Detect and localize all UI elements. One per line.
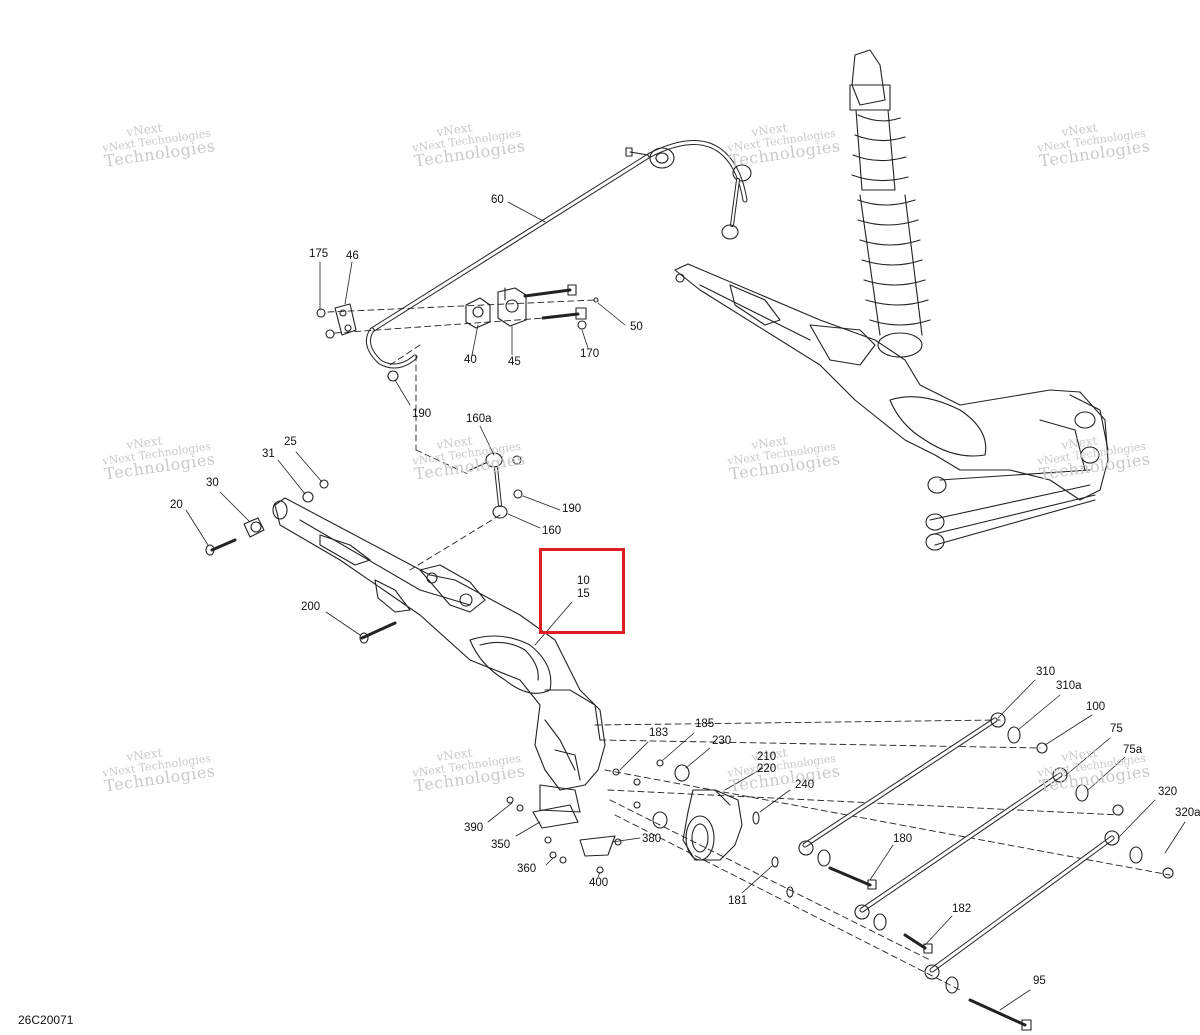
bracket-46 (316, 303, 399, 382)
callout-182: 182 (952, 903, 972, 915)
callout-180: 180 (893, 833, 913, 845)
callout-210: 210 (757, 751, 777, 763)
callout-400: 400 (589, 877, 609, 889)
callout-190-mid: 190 (562, 503, 582, 515)
callout-25: 25 (284, 436, 297, 448)
callout-31: 31 (262, 448, 275, 460)
callout-160a: 160a (466, 413, 492, 425)
callout-320a: 320a (1175, 807, 1200, 819)
callout-181: 181 (728, 895, 748, 907)
callout-230: 230 (712, 735, 732, 747)
callout-50: 50 (630, 321, 643, 333)
callout-100: 100 (1086, 701, 1106, 713)
trailing-arm-left (272, 497, 606, 813)
callout-46: 46 (346, 250, 359, 262)
stabilizer-bushings (465, 287, 527, 329)
callout-175: 175 (309, 248, 329, 260)
assembly-lines-top (327, 299, 596, 571)
callout-220: 220 (757, 763, 777, 775)
callout-380: 380 (642, 833, 662, 845)
drawing-code: 26C20071 (18, 1013, 74, 1027)
callout-45: 45 (508, 356, 521, 368)
callout-320: 320 (1158, 786, 1178, 798)
callout-160: 160 (542, 525, 562, 537)
callout-60: 60 (491, 194, 504, 206)
stabilizer-link-160 (469, 452, 523, 519)
callout-390: 390 (464, 822, 484, 834)
callout-75: 75 (1110, 723, 1123, 735)
callout-20: 20 (170, 499, 183, 511)
callout-170: 170 (580, 348, 600, 360)
callout-190-top: 190 (412, 408, 432, 420)
callout-10: 10 (577, 575, 590, 587)
bracket-350-380 (506, 796, 622, 874)
callout-40: 40 (464, 354, 477, 366)
callout-95: 95 (1033, 975, 1046, 987)
callout-15: 15 (577, 588, 590, 600)
callout-183: 183 (649, 727, 669, 739)
callout-310: 310 (1036, 666, 1056, 678)
trailing-arm-right (674, 263, 1109, 551)
callout-75a: 75a (1123, 744, 1143, 756)
coil-over-shock (849, 49, 931, 358)
callout-240: 240 (795, 779, 815, 791)
stabilizer-link-right (721, 164, 752, 240)
stabilizer-bar (365, 140, 748, 369)
callout-310a: 310a (1056, 680, 1082, 692)
leader-lines (185, 201, 1186, 1011)
assembly-lines-bottom (594, 719, 1171, 991)
callout-360: 360 (517, 863, 537, 875)
lateral-links (798, 712, 1174, 1031)
knuckle (612, 759, 794, 898)
highlight-box (539, 548, 625, 634)
bolts-170 (523, 284, 599, 330)
left-arm-hardware (205, 479, 397, 644)
callout-350: 350 (491, 839, 511, 851)
callout-200: 200 (301, 601, 321, 613)
callout-185: 185 (695, 718, 715, 730)
callout-30: 30 (206, 477, 219, 489)
